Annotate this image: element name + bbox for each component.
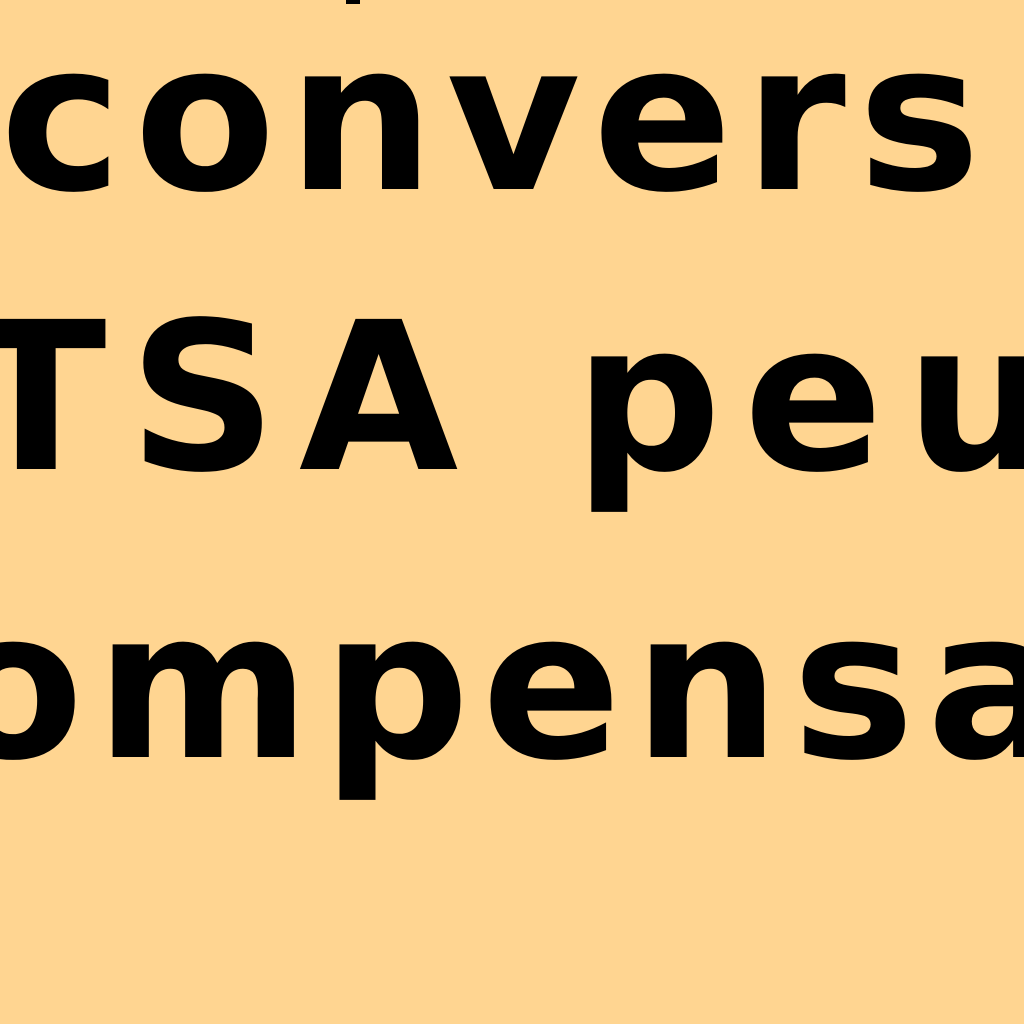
text-fragment-top	[346, 0, 360, 4]
text-line-2: TSA peuv	[0, 278, 1024, 518]
text-line-1: convers	[0, 0, 993, 238]
text-line-3: ompensa	[0, 566, 1024, 806]
